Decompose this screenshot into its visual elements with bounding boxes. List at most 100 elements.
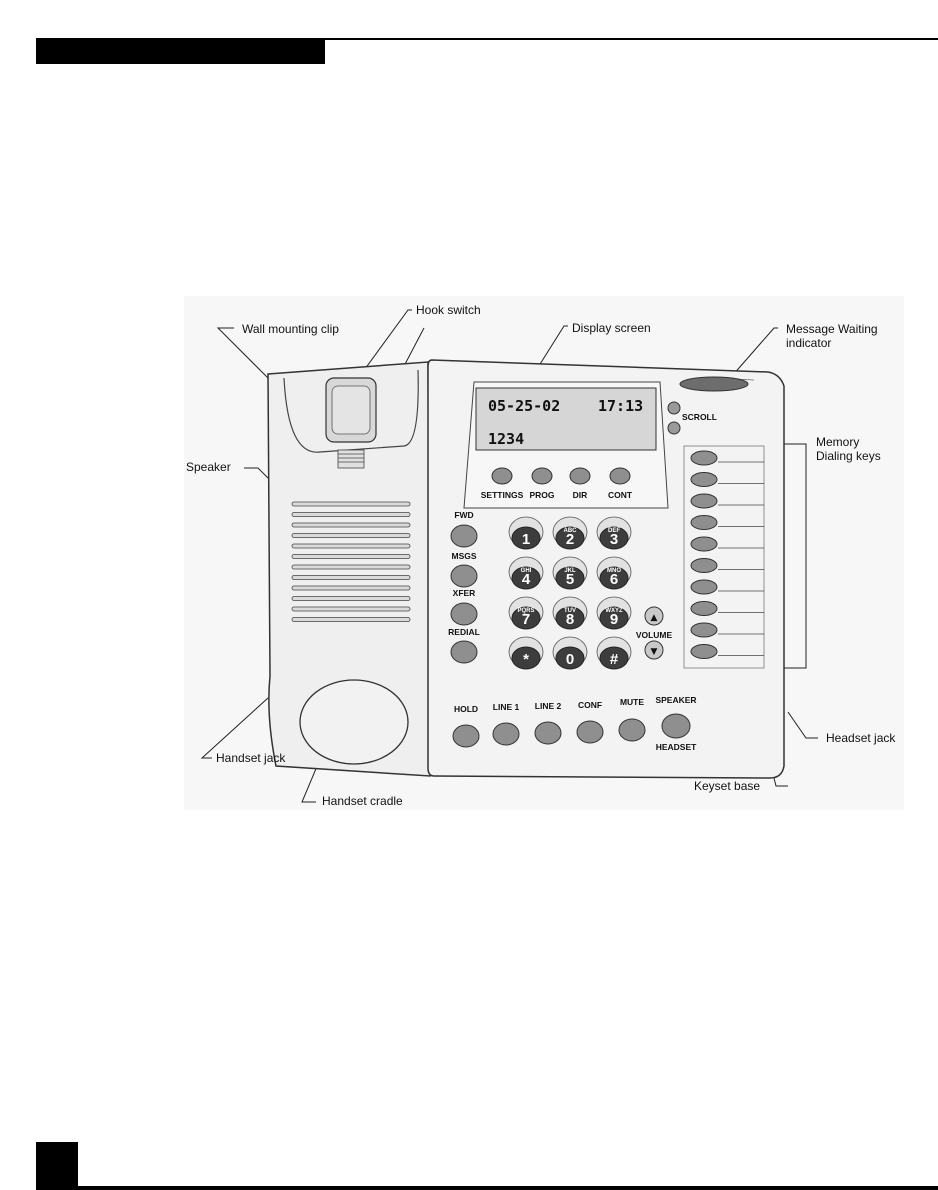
memory-dialing-key[interactable] (690, 450, 718, 466)
msgs-button[interactable] (450, 564, 478, 588)
phone-figure: 05-25-02 17:13 1234 SCROLL SETTINGS PROG… (184, 296, 904, 810)
keypad-letters: PQRS (517, 608, 534, 614)
speaker-slot (291, 617, 411, 622)
keypad-key[interactable] (599, 606, 629, 630)
conf-button[interactable] (576, 720, 604, 744)
memory-dialing-key[interactable] (690, 622, 718, 638)
line2-label: LINE 2 (535, 701, 562, 711)
mute-button[interactable] (618, 718, 646, 742)
function-keys: FWD MSGS XFER REDIAL (448, 510, 480, 664)
callout-memory-dialing-keys: Memory Dialing keys (816, 435, 881, 463)
speaker-grille (291, 501, 411, 622)
callout-wall-mounting-clip: Wall mounting clip (242, 322, 339, 336)
fwd-label: FWD (454, 510, 473, 520)
callout-handset-cradle: Handset cradle (322, 794, 403, 808)
keypad-key[interactable] (555, 646, 585, 670)
memory-dialing-key[interactable] (690, 601, 718, 616)
memory-dialing-key[interactable] (690, 472, 718, 487)
keypad-key[interactable] (511, 526, 541, 550)
header-rule (36, 38, 938, 40)
keypad-key[interactable] (599, 566, 629, 590)
volume-up-icon: ▲ (651, 613, 658, 623)
line1-button[interactable] (492, 722, 520, 746)
cont-label: CONT (608, 490, 633, 500)
callout-handset-jack: Handset jack (216, 751, 286, 765)
memory-dialing-key[interactable] (690, 536, 718, 552)
callout-display-screen: Display screen (572, 321, 651, 335)
callout-headset-jack: Headset jack (826, 731, 896, 745)
msgs-label: MSGS (451, 551, 476, 561)
prog-label: PROG (529, 490, 554, 500)
speaker-slot (291, 501, 411, 507)
keypad-digit: 0 (566, 651, 574, 668)
callout-speaker: Speaker (186, 460, 231, 474)
keypad-digit: 1 (522, 531, 530, 548)
keypad-digit: 9 (610, 611, 618, 628)
keypad-digit: # (610, 651, 619, 668)
settings-button[interactable] (491, 467, 513, 485)
keypad-digit: 2 (566, 531, 574, 548)
volume-label: VOLUME (636, 630, 673, 640)
keypad-digit: 4 (522, 571, 531, 588)
keypad-key[interactable] (511, 566, 541, 590)
keypad-key[interactable] (555, 566, 585, 590)
speaker-button[interactable] (661, 713, 691, 739)
keypad-digit: 8 (566, 611, 574, 628)
memory-dialing-key[interactable] (690, 644, 718, 659)
volume-down-button[interactable] (644, 640, 664, 660)
keypad-key[interactable] (599, 526, 629, 550)
display-screen (475, 387, 657, 451)
memory-dialing-key[interactable] (690, 493, 718, 509)
xfer-label: XFER (453, 588, 476, 598)
headset-label: HEADSET (656, 742, 697, 752)
speaker-slot (291, 533, 411, 538)
callout-message-waiting: Message Waiting indicator (786, 322, 878, 350)
soft-keys: SETTINGS PROG DIR CONT (481, 467, 633, 500)
display-number: 1234 (488, 430, 524, 448)
speaker-slot (291, 554, 411, 559)
line2-button[interactable] (534, 721, 562, 745)
keypad-key[interactable] (555, 526, 585, 550)
keypad-letters: DEF (608, 528, 620, 534)
keypad-digit: * (523, 651, 529, 668)
dir-label: DIR (573, 490, 588, 500)
hold-button[interactable] (452, 724, 480, 748)
memory-dialing-key[interactable] (690, 558, 718, 573)
speaker-slot (291, 575, 411, 580)
mute-label: MUTE (620, 697, 644, 707)
scroll-down-button[interactable] (667, 421, 681, 435)
xfer-button[interactable] (450, 602, 478, 626)
message-waiting-light (679, 376, 749, 392)
speaker-button-label: SPEAKER (655, 695, 696, 705)
callout-hook-switch: Hook switch (416, 303, 481, 317)
keypad-key[interactable] (555, 606, 585, 630)
keypad-letters: WXYZ (605, 608, 623, 614)
speaker-slot (291, 543, 411, 549)
fwd-button[interactable] (450, 524, 478, 548)
prog-button[interactable] (531, 467, 553, 485)
keypad-digit: 7 (522, 611, 530, 628)
phone-illustration: 05-25-02 17:13 1234 SCROLL SETTINGS PROG… (200, 309, 818, 803)
footer-block (36, 1142, 78, 1190)
keypad-key[interactable] (599, 646, 629, 670)
memory-dialing-keys (690, 450, 764, 659)
conf-label: CONF (578, 700, 602, 710)
wall-mounting-clip (337, 449, 365, 469)
keypad-key[interactable] (511, 606, 541, 630)
memory-dialing-key[interactable] (690, 579, 718, 595)
bottom-keys: HOLD LINE 1 LINE 2 CONF MUTE SPEAKER HEA… (452, 695, 697, 752)
speaker-slot (291, 522, 411, 528)
dir-button[interactable] (569, 467, 591, 485)
redial-button[interactable] (450, 640, 478, 664)
cont-button[interactable] (609, 467, 631, 485)
header-block (36, 38, 325, 64)
keypad-letters: GHI (521, 568, 532, 574)
handset-cradle (299, 679, 409, 765)
memory-dialing-key[interactable] (690, 515, 718, 530)
keypad-key[interactable] (511, 646, 541, 670)
scroll-up-button[interactable] (667, 401, 681, 415)
scroll-label: SCROLL (682, 412, 717, 422)
volume-up-button[interactable] (644, 606, 664, 626)
keypad-letters: JKL (564, 568, 576, 574)
